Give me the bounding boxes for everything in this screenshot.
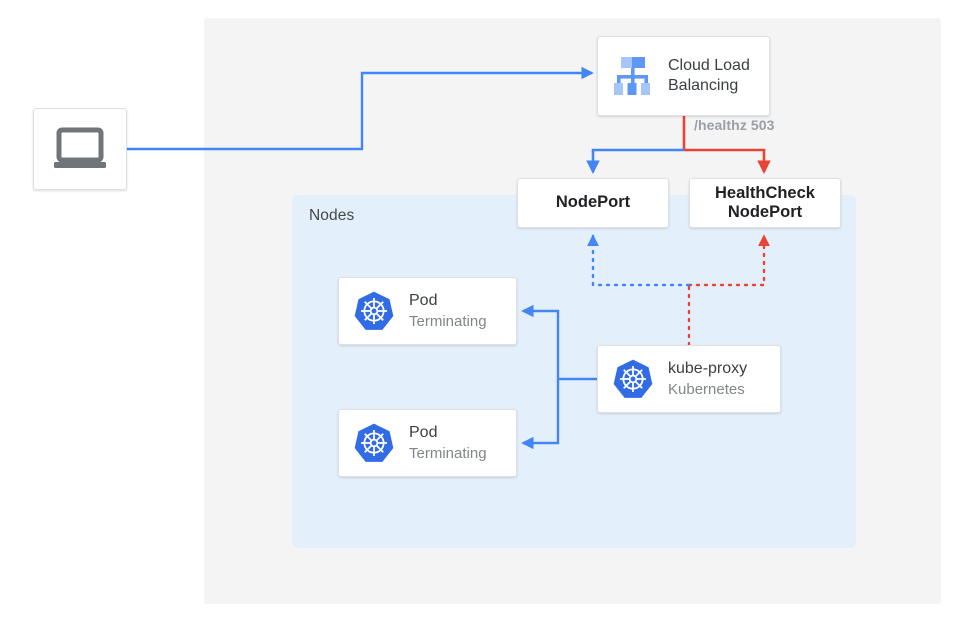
cloud-load-balancing-icon [610,55,654,97]
kube-proxy-title: kube-proxy [668,360,748,378]
nodeport-label: NodePort [555,193,631,212]
pod-card-2[interactable]: Pod Terminating [338,409,517,477]
kube-proxy-text: kube-proxy Kubernetes [668,359,747,399]
kubernetes-icon [353,290,395,332]
healthcheck-nodeport-label-line2: NodePort [727,203,803,221]
cloud-load-balancing-title-line2: Balancing [668,77,739,94]
healthz-edge-label: /healthz 503 [694,117,775,133]
cloud-load-balancing-card[interactable]: Cloud Load Balancing [597,36,770,116]
pod-text-1: Pod Terminating [409,291,487,331]
kube-proxy-subtitle: Kubernetes [668,380,745,398]
cloud-load-balancing-text: Cloud Load Balancing [668,56,750,97]
kubernetes-icon [612,358,654,400]
pod-title-1: Pod [409,292,438,310]
client-card[interactable] [33,108,127,190]
healthcheck-nodeport-card[interactable]: HealthCheck NodePort [689,178,841,228]
kubernetes-icon [353,422,395,464]
pod-status-1: Terminating [409,312,487,330]
nodes-group-label: Nodes [309,207,355,224]
healthcheck-nodeport-label-line1: HealthCheck [715,183,815,202]
laptop-icon [52,127,108,171]
cloud-load-balancing-title: Cloud Load [668,56,750,74]
kube-proxy-card[interactable]: kube-proxy Kubernetes [597,345,781,413]
pod-text-2: Pod Terminating [409,423,487,463]
healthcheck-nodeport-label: HealthCheck NodePort [715,184,815,222]
pod-status-2: Terminating [409,444,487,462]
pod-card-1[interactable]: Pod Terminating [338,277,517,345]
nodeport-card[interactable]: NodePort [517,178,669,228]
pod-title-2: Pod [409,424,438,442]
